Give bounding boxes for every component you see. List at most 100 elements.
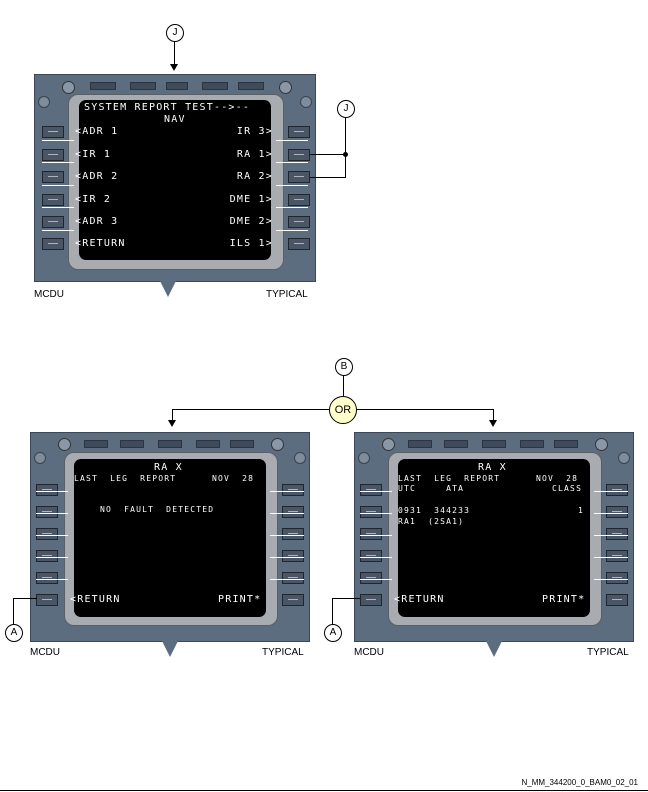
brightness-knob-icon[interactable] bbox=[595, 438, 608, 451]
leader-line bbox=[332, 598, 360, 599]
lsk-4l[interactable] bbox=[42, 194, 64, 206]
top-key[interactable] bbox=[130, 82, 156, 90]
lsk-3l[interactable] bbox=[36, 528, 58, 540]
report-date: NOV 28 bbox=[212, 474, 255, 483]
lsk-3l[interactable] bbox=[42, 171, 64, 183]
lsk-3r[interactable] bbox=[606, 528, 628, 540]
screen-subtitle: NAV bbox=[164, 114, 186, 125]
top-key[interactable] bbox=[120, 440, 144, 448]
lsk-4l[interactable] bbox=[360, 550, 382, 562]
lsk-line bbox=[270, 535, 304, 536]
top-key[interactable] bbox=[166, 82, 188, 90]
lsk-line bbox=[594, 557, 628, 558]
print-field: PRINT* bbox=[542, 594, 586, 605]
arrow-down-icon bbox=[489, 420, 497, 427]
brightness-knob-icon[interactable] bbox=[382, 438, 395, 451]
callout-j-right: J bbox=[337, 100, 355, 118]
lsk-5r[interactable] bbox=[282, 572, 304, 584]
lsk-6r[interactable] bbox=[282, 594, 304, 606]
status-message: NO FAULT DETECTED bbox=[100, 505, 215, 514]
leader-line bbox=[310, 154, 345, 155]
footer-rule bbox=[0, 790, 648, 791]
right-field-1: IR 3> bbox=[236, 126, 273, 137]
lsk-1l[interactable] bbox=[42, 126, 64, 138]
lsk-3l[interactable] bbox=[360, 528, 382, 540]
lsk-2r[interactable] bbox=[606, 506, 628, 518]
junction-dot-icon bbox=[343, 152, 348, 157]
lsk-line bbox=[36, 491, 68, 492]
lsk-6r[interactable] bbox=[606, 594, 628, 606]
lsk-6r[interactable] bbox=[288, 238, 310, 250]
lsk-5l[interactable] bbox=[360, 572, 382, 584]
leader-line bbox=[310, 177, 346, 178]
top-key[interactable] bbox=[238, 82, 264, 90]
lsk-2l[interactable] bbox=[42, 149, 64, 161]
lsk-line bbox=[360, 513, 392, 514]
lsk-line bbox=[270, 557, 304, 558]
lsk-2r[interactable] bbox=[282, 506, 304, 518]
brightness-knob-icon[interactable] bbox=[62, 81, 75, 94]
top-key[interactable] bbox=[444, 440, 468, 448]
typical-label: TYPICAL bbox=[587, 647, 629, 658]
mcdu-nav-test: SYSTEM REPORT TEST-->-- NAV <ADR 1 <IR 1… bbox=[34, 74, 316, 282]
lsk-5l[interactable] bbox=[42, 216, 64, 228]
top-key[interactable] bbox=[158, 440, 182, 448]
left-field-6: <RETURN bbox=[75, 238, 126, 249]
lsk-5l[interactable] bbox=[36, 572, 58, 584]
lsk-line bbox=[270, 579, 304, 580]
report-title: LAST LEG REPORT bbox=[74, 474, 177, 483]
lsk-1l[interactable] bbox=[36, 484, 58, 496]
top-key[interactable] bbox=[520, 440, 544, 448]
lsk-6l[interactable] bbox=[360, 594, 382, 606]
lsk-2r[interactable] bbox=[288, 149, 310, 161]
annunciator-icon bbox=[34, 452, 46, 464]
lsk-line bbox=[36, 557, 68, 558]
screen-title: SYSTEM REPORT TEST-->-- bbox=[84, 102, 251, 113]
lsk-4r[interactable] bbox=[288, 194, 310, 206]
print-field: PRINT* bbox=[218, 594, 262, 605]
top-key[interactable] bbox=[90, 82, 116, 90]
right-field-4: DME 1> bbox=[229, 194, 273, 205]
top-key[interactable] bbox=[196, 440, 220, 448]
lsk-6l[interactable] bbox=[36, 594, 58, 606]
lsk-line bbox=[276, 230, 308, 231]
top-key[interactable] bbox=[202, 82, 228, 90]
lsk-1r[interactable] bbox=[282, 484, 304, 496]
top-key[interactable] bbox=[554, 440, 578, 448]
top-key[interactable] bbox=[84, 440, 108, 448]
leader-line bbox=[172, 409, 173, 423]
lsk-line bbox=[360, 557, 392, 558]
lsk-5r[interactable] bbox=[288, 216, 310, 228]
brightness-knob-icon[interactable] bbox=[58, 438, 71, 451]
leader-line bbox=[345, 117, 346, 178]
top-key[interactable] bbox=[408, 440, 432, 448]
mcdu-label: MCDU bbox=[34, 289, 64, 300]
lsk-6l[interactable] bbox=[42, 238, 64, 250]
lsk-line bbox=[270, 491, 304, 492]
leader-line bbox=[13, 598, 37, 599]
lsk-4r[interactable] bbox=[606, 550, 628, 562]
brightness-knob-icon[interactable] bbox=[279, 81, 292, 94]
callout-j-top: J bbox=[166, 24, 184, 42]
lsk-4l[interactable] bbox=[36, 550, 58, 562]
lsk-line bbox=[42, 207, 74, 208]
lsk-3r[interactable] bbox=[288, 171, 310, 183]
lsk-2l[interactable] bbox=[360, 506, 382, 518]
brightness-knob-icon[interactable] bbox=[271, 438, 284, 451]
left-field-4: <IR 2 bbox=[75, 194, 112, 205]
lsk-2l[interactable] bbox=[36, 506, 58, 518]
lsk-5r[interactable] bbox=[606, 572, 628, 584]
lsk-1r[interactable] bbox=[606, 484, 628, 496]
left-field-2: <IR 1 bbox=[75, 149, 112, 160]
return-field: <RETURN bbox=[70, 594, 121, 605]
top-key[interactable] bbox=[482, 440, 506, 448]
mcdu-stand bbox=[162, 641, 178, 657]
column-header-class: CLASS bbox=[552, 484, 583, 493]
lsk-line bbox=[276, 140, 308, 141]
lsk-1l[interactable] bbox=[360, 484, 382, 496]
lsk-4r[interactable] bbox=[282, 550, 304, 562]
top-key[interactable] bbox=[230, 440, 254, 448]
report-date: NOV 28 bbox=[536, 474, 579, 483]
lsk-1r[interactable] bbox=[288, 126, 310, 138]
lsk-3r[interactable] bbox=[282, 528, 304, 540]
